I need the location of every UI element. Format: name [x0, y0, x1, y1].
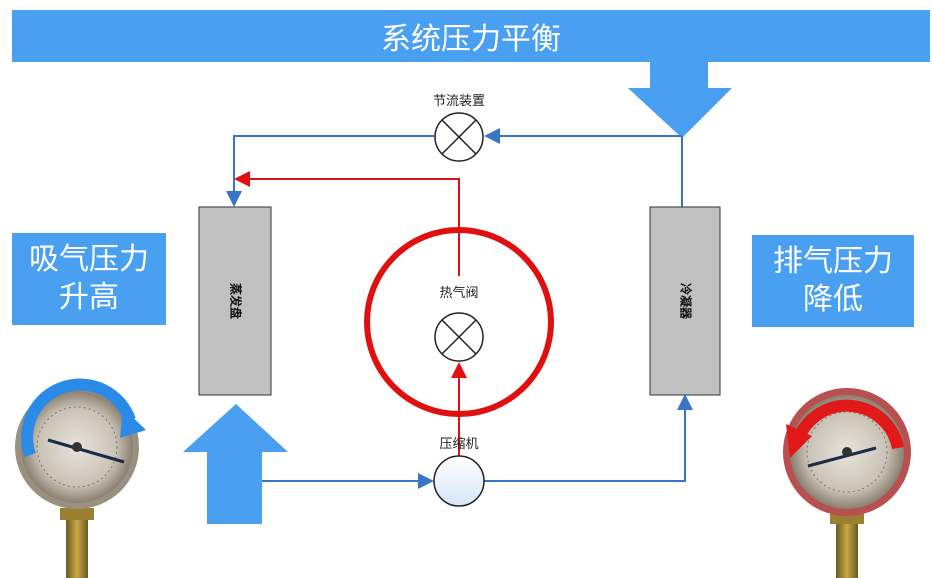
condenser-label: 冷凝器 [679, 283, 694, 320]
evaporator-label: 蒸发盘 [229, 283, 244, 319]
discharge-pressure-line1: 排气压力 [773, 244, 893, 279]
compressor-label: 压缩机 [439, 436, 478, 452]
suction-pressure-line2: 升高 [59, 280, 119, 315]
pressure-gauge-high-side [783, 388, 911, 578]
compressor [433, 455, 485, 507]
hot-gas-valve-label: 热气阀 [439, 285, 478, 301]
banner-title: 系统压力平衡 [381, 22, 561, 57]
discharge-pressure-line2: 降低 [803, 282, 863, 317]
hot-gas-pipes [234, 171, 467, 457]
pressure-gauge-low-side [15, 378, 146, 578]
hot-gas-highlight-ring [364, 227, 554, 417]
evaporator: 蒸发盘 [198, 206, 272, 396]
throttle-label: 节流装置 [433, 94, 485, 109]
blue-pipes [226, 128, 693, 489]
clockwise-arrow [21, 378, 136, 457]
suction-pressure-box: 吸气压力 升高 [12, 233, 166, 325]
discharge-pressure-box: 排气压力 降低 [752, 235, 914, 327]
down-arrow [628, 62, 732, 138]
hot-gas-valve [434, 312, 484, 362]
title-banner: 系统压力平衡 [12, 10, 930, 62]
up-arrow [183, 404, 288, 524]
counterclockwise-arrow [792, 399, 904, 450]
condenser: 冷凝器 [649, 206, 721, 396]
suction-pressure-line1: 吸气压力 [29, 242, 149, 277]
throttle-valve [434, 112, 484, 162]
